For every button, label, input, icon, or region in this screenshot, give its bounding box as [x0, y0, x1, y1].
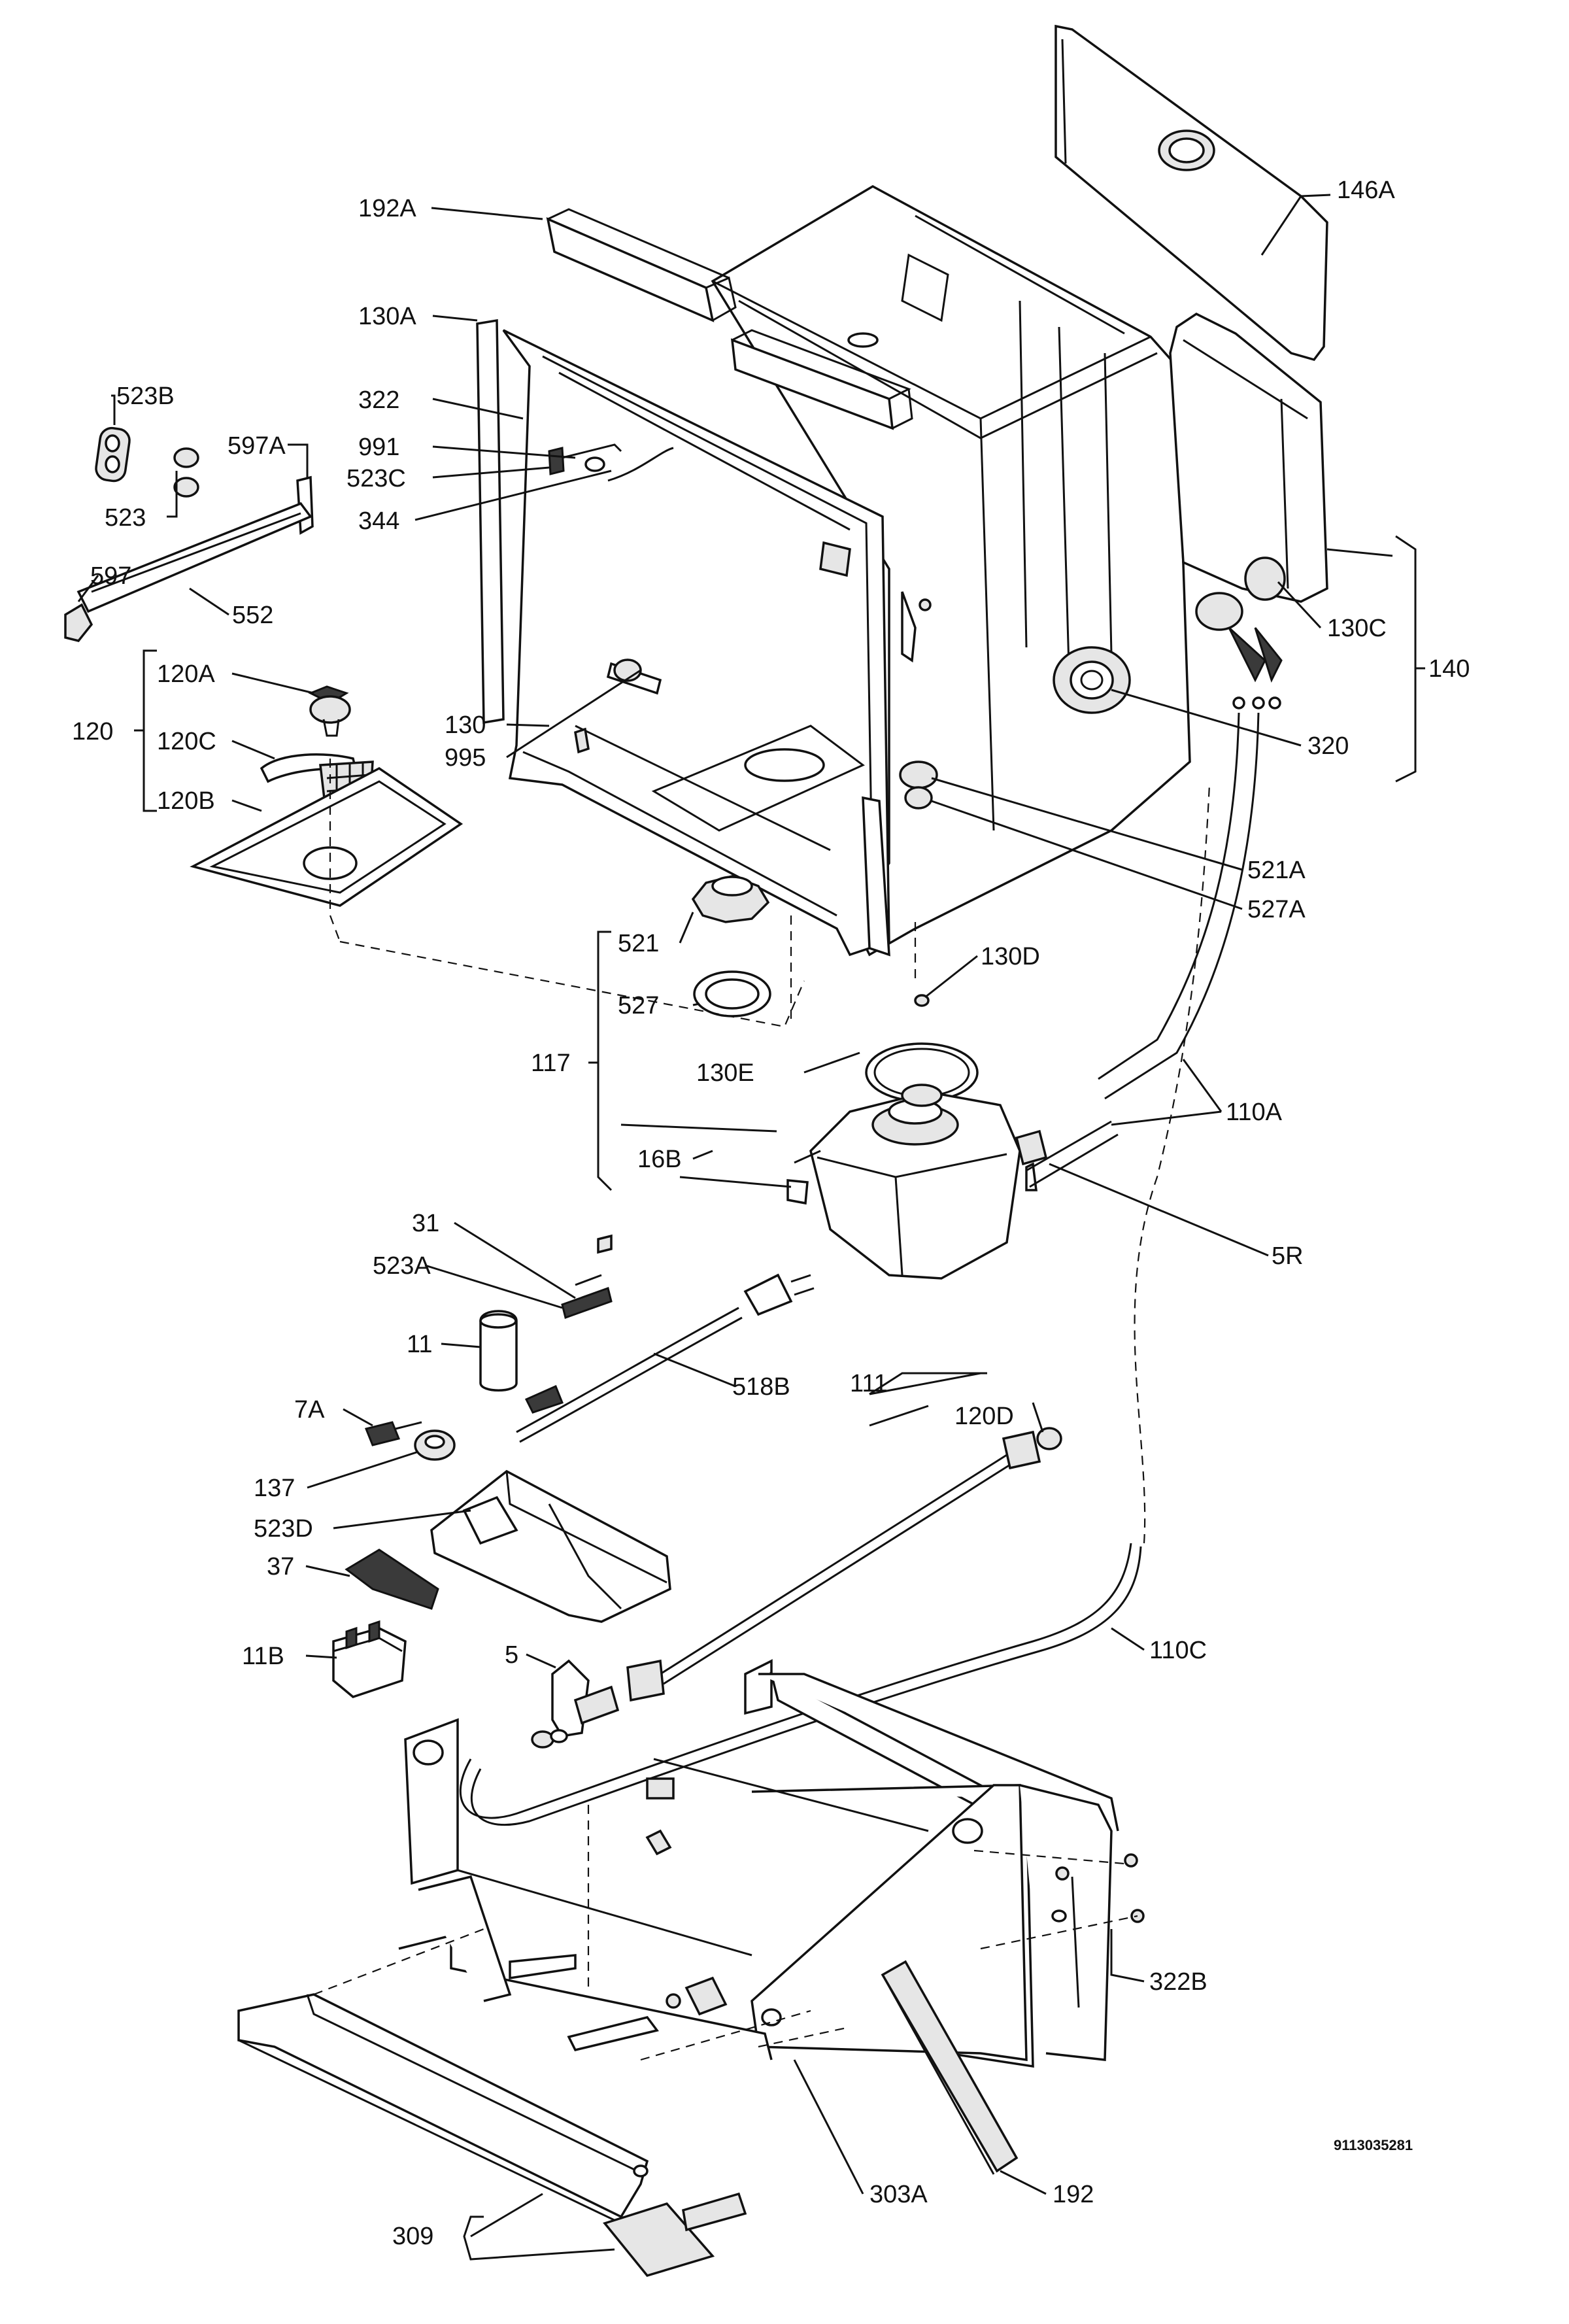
- label-5: 5: [505, 1641, 519, 1669]
- label-192A: 192A: [358, 195, 416, 222]
- label-110C: 110C: [1149, 1637, 1207, 1664]
- screws-322B: [1055, 1853, 1145, 1923]
- leader-lines: [77, 194, 1425, 2261]
- label-527: 527: [618, 992, 660, 1019]
- label-552: 552: [232, 602, 274, 629]
- label-523C: 523C: [346, 465, 406, 492]
- label-192: 192: [1053, 2181, 1094, 2208]
- filter-assembly-120: [190, 685, 464, 907]
- alignment-lines: [313, 759, 1138, 2061]
- capacitor-11: [479, 1310, 518, 1392]
- label-518B: 518B: [732, 1373, 790, 1401]
- label-523: 523: [105, 504, 146, 532]
- kick-panel-309: [237, 1993, 747, 2278]
- label-597A: 597A: [228, 432, 286, 460]
- label-527A: 527A: [1247, 896, 1306, 923]
- hub-320: [1053, 646, 1131, 714]
- side-panel-140: [1169, 312, 1328, 709]
- label-11: 11: [407, 1331, 433, 1358]
- side-panel-146A: [1054, 24, 1328, 362]
- label-120B: 120B: [157, 787, 215, 815]
- label-523A: 523A: [373, 1252, 431, 1280]
- sump-assembly-117: [691, 760, 1048, 1280]
- label-303A: 303A: [869, 2181, 928, 2208]
- hose-110C: [459, 784, 1211, 1826]
- label-322: 322: [358, 386, 400, 414]
- label-31: 31: [412, 1210, 440, 1237]
- label-7A: 7A: [294, 1396, 325, 1424]
- base-frame-303A: [398, 1659, 1119, 2068]
- label-344: 344: [358, 507, 400, 535]
- label-111: 111: [850, 1370, 888, 1397]
- label-597: 597: [90, 562, 132, 590]
- label-137: 137: [254, 1475, 295, 1502]
- label-130E: 130E: [696, 1059, 754, 1087]
- valve-5: [531, 1659, 620, 1749]
- label-309: 309: [392, 2223, 434, 2250]
- label-146A: 146A: [1337, 177, 1395, 204]
- label-5R: 5R: [1272, 1242, 1304, 1270]
- label-140: 140: [1428, 655, 1470, 683]
- label-521: 521: [618, 930, 660, 957]
- electrical-parts: [332, 1421, 671, 1698]
- label-120C: 120C: [157, 728, 216, 755]
- label-130C: 130C: [1327, 615, 1387, 642]
- label-117: 117: [531, 1050, 571, 1077]
- label-11B: 11B: [242, 1643, 284, 1670]
- label-130: 130: [445, 711, 486, 739]
- mains-cable-518B: [516, 1234, 815, 1443]
- label-130A: 130A: [358, 303, 416, 330]
- label-120A: 120A: [157, 660, 215, 688]
- insulation-blocks: [546, 208, 913, 430]
- spray-arm-111: [626, 1405, 1062, 1702]
- label-16B: 16B: [637, 1146, 682, 1173]
- document-id: 9113035281: [1334, 2137, 1413, 2153]
- label-130D: 130D: [981, 943, 1040, 970]
- label-110A: 110A: [1226, 1099, 1282, 1126]
- label-995: 995: [445, 744, 486, 772]
- strip-192: [881, 1960, 1019, 2175]
- label-120D: 120D: [954, 1403, 1014, 1430]
- label-521A: 521A: [1247, 857, 1306, 884]
- label-991: 991: [358, 434, 400, 461]
- label-322B: 322B: [1149, 1968, 1207, 1996]
- label-523B: 523B: [116, 383, 175, 410]
- label-37: 37: [267, 1553, 295, 1581]
- label-523D: 523D: [254, 1515, 313, 1543]
- door-hardware-left: [64, 426, 932, 754]
- label-320: 320: [1308, 732, 1349, 760]
- label-120: 120: [72, 718, 114, 745]
